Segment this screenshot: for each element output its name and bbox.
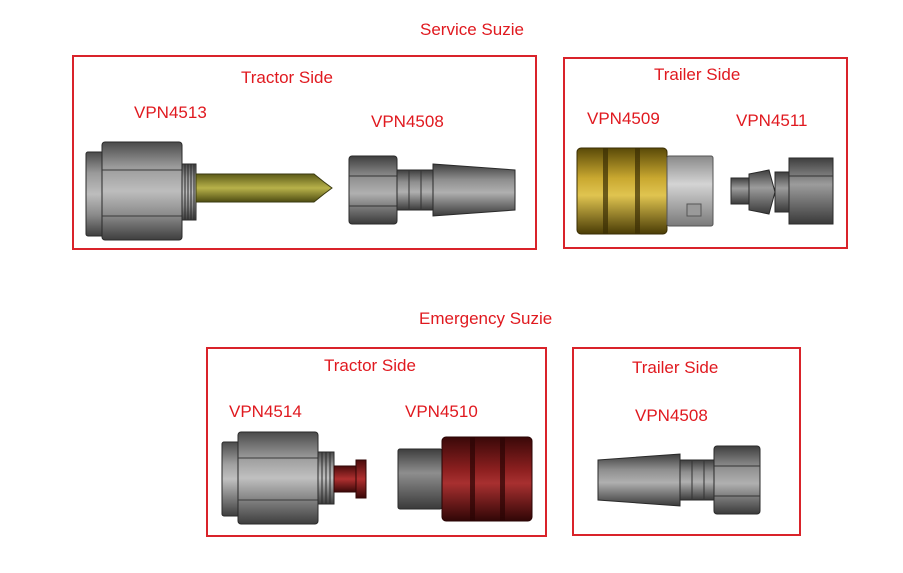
emergency-tractor-part-b-label: VPN4510 <box>405 402 478 421</box>
service-suzie-title: Service Suzie <box>420 20 524 39</box>
service-trailer-title: Trailer Side <box>654 65 741 84</box>
emergency-tractor-part-b-image <box>397 436 533 522</box>
service-trailer-part-b-label: VPN4511 <box>736 111 808 130</box>
service-tractor-title: Tractor Side <box>241 68 333 87</box>
emergency-trailer-part-a-image <box>597 445 761 515</box>
service-tractor-part-a-image <box>85 141 333 241</box>
emergency-tractor-box <box>206 347 547 537</box>
emergency-trailer-title: Trailer Side <box>632 358 719 377</box>
emergency-trailer-part-a-label: VPN4508 <box>635 406 708 425</box>
service-trailer-part-b-image <box>730 157 834 225</box>
emergency-suzie-title: Emergency Suzie <box>419 309 553 328</box>
service-tractor-part-b-image <box>348 155 516 225</box>
emergency-tractor-title: Tractor Side <box>324 356 416 375</box>
service-tractor-box <box>72 55 537 250</box>
emergency-trailer-box <box>572 347 801 536</box>
service-trailer-part-a-label: VPN4509 <box>587 109 660 128</box>
service-tractor-part-b-label: VPN4508 <box>371 112 444 131</box>
emergency-tractor-part-a-label: VPN4514 <box>229 402 302 421</box>
service-tractor-part-a-label: VPN4513 <box>134 103 207 122</box>
service-trailer-part-a-image <box>576 147 714 235</box>
emergency-tractor-part-a-image <box>221 431 367 525</box>
service-trailer-box <box>563 57 848 249</box>
